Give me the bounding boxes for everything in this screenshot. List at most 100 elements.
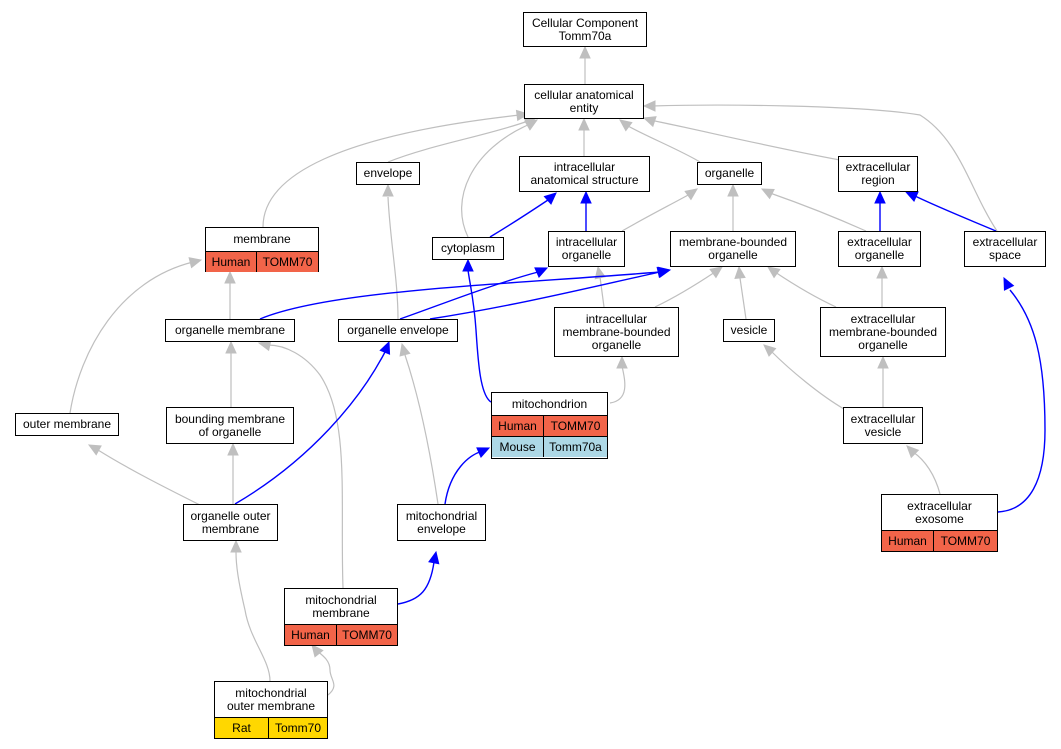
edge-to-icmbo: [609, 355, 628, 404]
node-cellular-anatomical-entity[interactable]: cellular anatomical entity: [524, 84, 644, 119]
edge-to-cae: [262, 109, 530, 228]
node-organelle-envelope[interactable]: organelle envelope: [338, 319, 458, 342]
arrowhead: [428, 550, 440, 565]
node-mitochondrial-envelope[interactable]: mitochondrial envelope: [397, 504, 486, 541]
arrowhead: [224, 270, 236, 284]
edge-to-ecves: [906, 445, 941, 495]
node-vesicle[interactable]: vesicle: [723, 319, 775, 342]
edge-to-orgmem: [225, 340, 237, 407]
arrowhead: [87, 444, 102, 456]
node-membrane[interactable]: membrane Human TOMM70: [205, 227, 319, 272]
node-cytoplasm[interactable]: cytoplasm: [432, 237, 504, 260]
node-extracellular-exosome[interactable]: extracellular exosome Human TOMM70: [881, 494, 998, 552]
edge-to-mbo: [734, 265, 747, 320]
node-organelle-outer-membrane[interactable]: organelle outer membrane: [183, 504, 278, 541]
edge-to-mbo: [429, 266, 671, 320]
annotation-row-mouse: Mouse Tomm70a: [492, 436, 607, 457]
annotation-row-rat: Rat Tomm70: [215, 717, 327, 738]
node-label: organelle envelope: [347, 323, 449, 337]
edge-to-ias: [580, 190, 592, 231]
gene-label: TOMM70: [336, 625, 397, 645]
node-label: organelle: [704, 166, 755, 180]
edge-to-membrane: [69, 257, 203, 414]
arrowhead: [904, 191, 919, 202]
edge-to-orgenv: [399, 342, 439, 505]
edge-to-cytoplasm: [462, 258, 492, 403]
annotation-row-human: Human TOMM70: [492, 415, 607, 436]
node-label: intracellular anatomical structure: [530, 160, 639, 187]
edge-to-organelle: [621, 188, 698, 232]
species-label: Human: [498, 419, 537, 433]
node-label: intracellular organelle: [555, 235, 618, 262]
edge-to-membrane: [224, 270, 236, 319]
node-label: cytoplasm: [440, 241, 496, 255]
node-label: extracellular space: [972, 235, 1038, 262]
edge-to-ecmbo: [877, 355, 889, 407]
edge-to-cae: [642, 116, 841, 161]
edge-to-vesicle: [763, 344, 845, 410]
edge-to-oom: [230, 539, 271, 682]
edge-to-organelle: [727, 183, 739, 231]
arrowhead: [616, 355, 628, 369]
node-intracellular-membrane-bounded-organelle[interactable]: intracellular membrane-bounded organelle: [554, 307, 679, 357]
arrowhead: [760, 188, 775, 200]
node-label: extracellular membrane-bounded organelle: [828, 311, 938, 352]
edge-to-cae: [642, 100, 998, 232]
gene-label: TOMM70: [256, 252, 318, 272]
node-label: cellular anatomical entity: [534, 87, 634, 115]
edge-to-mbo: [767, 266, 837, 308]
node-extracellular-organelle[interactable]: extracellular organelle: [838, 231, 921, 267]
arrowhead: [580, 190, 592, 204]
node-mitochondrial-membrane[interactable]: mitochondrial membrane Human TOMM70: [284, 588, 398, 646]
node-extracellular-membrane-bounded-organelle[interactable]: extracellular membrane-bounded organelle: [820, 307, 946, 357]
node-label: membrane-bounded organelle: [678, 235, 788, 262]
edge-to-ecorg: [876, 265, 888, 307]
node-mitochondrion[interactable]: mitochondrion Human TOMM70 Mouse Tomm70a: [491, 392, 608, 459]
arrowhead: [876, 265, 888, 279]
node-extracellular-vesicle[interactable]: extracellular vesicle: [843, 407, 923, 444]
node-extracellular-space[interactable]: extracellular space: [964, 231, 1046, 267]
edge-to-mito: [444, 447, 491, 505]
node-intracellular-organelle[interactable]: intracellular organelle: [548, 231, 625, 267]
node-envelope[interactable]: envelope: [356, 162, 420, 185]
edge-to-mitomem: [311, 644, 335, 696]
arrowhead: [684, 188, 698, 201]
edge-to-cae: [578, 117, 590, 156]
arrowhead: [230, 539, 242, 553]
node-cellular-component-root[interactable]: Cellular Component Tomm70a: [523, 12, 647, 47]
node-mitochondrial-outer-membrane[interactable]: mitochondrial outer membrane Rat Tomm70: [214, 681, 328, 739]
arrowhead: [515, 109, 530, 122]
annotation-row-human: Human TOMM70: [206, 251, 318, 272]
node-membrane-bounded-organelle[interactable]: membrane-bounded organelle: [670, 231, 796, 267]
gene-label: TOMM70: [543, 416, 607, 436]
species-label: Human: [211, 255, 251, 269]
arrowhead: [619, 119, 633, 132]
arrowhead: [579, 45, 591, 59]
arrowhead: [311, 644, 324, 658]
arrowhead: [767, 266, 781, 279]
arrowhead: [476, 447, 491, 458]
arrowhead: [642, 100, 656, 112]
edge-to-root: [579, 45, 591, 84]
node-organelle[interactable]: organelle: [697, 162, 762, 185]
arrowhead: [709, 266, 723, 279]
node-label: mitochondrial outer membrane: [226, 685, 316, 713]
arrowhead: [874, 190, 886, 204]
gene-label: TOMM70: [933, 531, 997, 551]
species-label: Mouse: [499, 440, 536, 454]
node-outer-membrane[interactable]: outer membrane: [15, 413, 119, 436]
arrowhead: [188, 257, 203, 269]
node-label: extracellular vesicle: [850, 411, 916, 439]
edge-to-cae: [619, 119, 701, 163]
node-label: envelope: [363, 166, 413, 180]
node-bounding-membrane-of-organelle[interactable]: bounding membrane of organelle: [166, 407, 294, 444]
node-label: extracellular region: [845, 160, 911, 187]
arrowhead: [225, 340, 237, 354]
node-intracellular-anatomical-structure[interactable]: intracellular anatomical structure: [519, 156, 650, 192]
node-label: Cellular Component Tomm70a: [531, 15, 639, 43]
node-label: mitochondrial envelope: [405, 508, 478, 536]
node-extracellular-region[interactable]: extracellular region: [838, 156, 918, 192]
arrowhead: [379, 340, 391, 355]
node-organelle-membrane[interactable]: organelle membrane: [165, 319, 295, 342]
annotation-row-human: Human TOMM70: [285, 624, 397, 645]
